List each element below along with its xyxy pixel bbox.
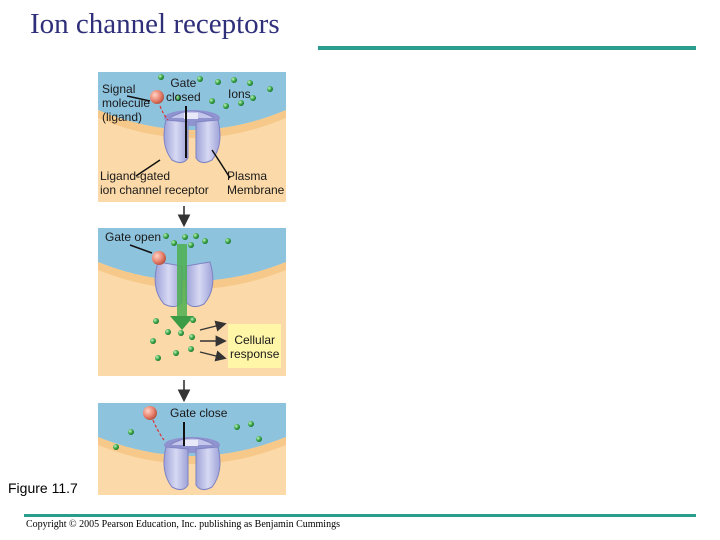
figure-label: Figure 11.7 <box>8 480 78 496</box>
ion-channel-receptor-closed <box>163 110 221 164</box>
panel-gate-closed <box>98 72 286 202</box>
label-plasma-membrane: Plasma Membrane <box>227 169 285 197</box>
ligand-molecule <box>150 90 164 104</box>
copyright-text: Copyright © 2005 Pearson Education, Inc.… <box>26 519 340 530</box>
response-arrows <box>199 320 227 362</box>
title-underline-rule <box>318 46 696 50</box>
ion-channel-receptor-open <box>154 261 214 308</box>
cellular-response-box <box>228 324 281 368</box>
panel-gate-close <box>98 403 286 495</box>
label-gate-close: Gate close <box>170 406 228 420</box>
page-title: Ion channel receptors <box>30 8 280 40</box>
label-gate-closed: Gate closed <box>166 76 201 104</box>
label-signal-molecule: Signal molecule (ligand) <box>102 82 151 124</box>
ions-cytoplasm <box>150 317 196 361</box>
ions-extracellular-1 <box>158 74 273 109</box>
label-cellular-response: Cellular response <box>230 333 280 361</box>
label-receptor: Ligand-gated ion channel receptor <box>100 169 209 197</box>
ions-extracellular-2 <box>163 233 231 248</box>
ligand-molecule-released <box>143 406 157 420</box>
ligand-molecule-bound <box>152 251 166 265</box>
label-ions: Ions <box>228 87 251 101</box>
label-gate-open: Gate open <box>105 230 162 244</box>
footer-rule <box>24 514 696 517</box>
ion-channel-receptor-closed-again <box>163 437 221 491</box>
ions-extracellular-3 <box>113 421 262 450</box>
